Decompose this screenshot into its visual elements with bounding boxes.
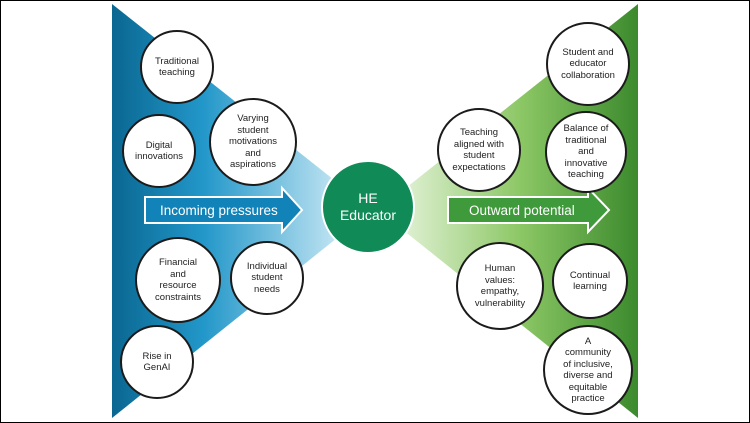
- incoming-pressures-label: Incoming pressures: [160, 202, 278, 218]
- incoming-arrow: [144, 185, 304, 235]
- he-educator-node: HE Educator: [321, 160, 415, 254]
- outward-arrow: [447, 185, 611, 235]
- center-line-2: Educator: [339, 207, 397, 223]
- outward-potential-label: Outward potential: [469, 202, 575, 218]
- center-line-1: HE: [358, 190, 378, 206]
